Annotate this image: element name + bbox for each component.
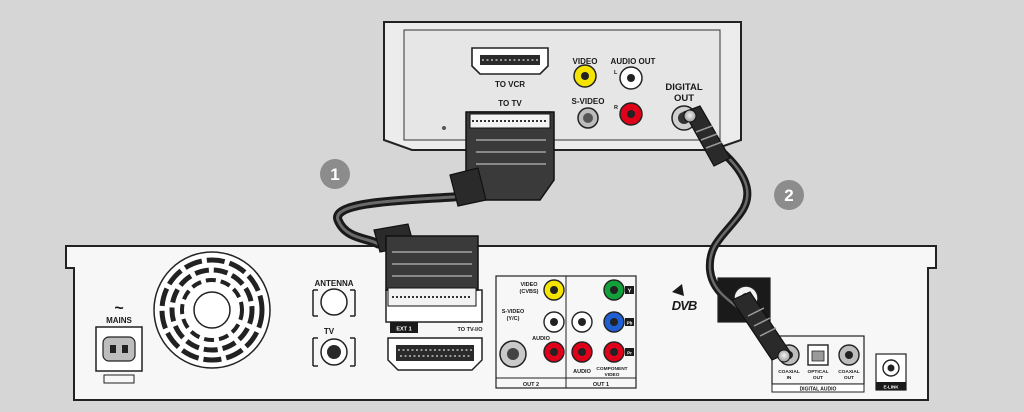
elink-label: E-LINK — [884, 385, 900, 390]
step-2-badge: 2 — [774, 180, 804, 210]
video-label: VIDEO — [573, 57, 598, 66]
ext2-scart-port — [387, 337, 483, 371]
component-pr-label: Pr — [627, 351, 632, 356]
scart-plug-lower — [373, 223, 479, 307]
coaxial-out-label: COAXIAL — [838, 369, 860, 375]
audio-out1-label: AUDIO — [573, 369, 591, 375]
audio-l-label: L — [614, 70, 618, 76]
audio-out-label: AUDIO OUT — [611, 57, 656, 66]
component-y-label: Y — [628, 289, 632, 295]
audio-r-label: R — [614, 105, 618, 111]
to-tv-io-label: TO TV-I/O — [458, 327, 484, 333]
digital-audio-label: DIGITAL AUDIO — [800, 387, 837, 393]
out2-label: OUT 2 — [523, 382, 539, 388]
dvb-logo: DVB — [672, 284, 698, 313]
to-vcr-label: TO VCR — [495, 80, 525, 89]
recorder-svideo-yc-label: (Y/C) — [507, 316, 520, 322]
coax-plug-upper — [683, 105, 731, 167]
digital-out-label: DIGITAL — [665, 82, 702, 93]
coaxial-in-sub-label: IN — [787, 375, 792, 381]
step-1-badge: 1 — [320, 159, 350, 189]
recorder-rear-panel: ~ MAINS ANTENNA TV EXT 1 TO TV-I/O — [65, 245, 937, 401]
coaxial-in-label: COAXIAL — [778, 369, 800, 375]
component-pb-label: Pb — [627, 321, 633, 326]
optical-out-label: OPTICAL — [807, 369, 828, 375]
to-tv-label: TO TV — [498, 99, 522, 108]
scart-cable — [333, 111, 555, 307]
audio-out2-label: AUDIO — [532, 336, 550, 342]
antenna-label: ANTENNA — [314, 279, 353, 288]
mains-label: MAINS — [106, 316, 132, 325]
coax-plug-lower — [731, 291, 791, 363]
recorder-svideo-label: S-VIDEO — [502, 309, 525, 315]
ext1-label: EXT 1 — [396, 327, 411, 333]
source-device: TO VCR TO TV VIDEO AUDIO OUT L S-VIDEO R… — [383, 21, 742, 151]
component-video-label: COMPONENT — [596, 366, 627, 372]
video-cvbs-label: VIDEO — [520, 282, 538, 288]
mains-symbol: ~ — [114, 300, 123, 317]
svg-text:DVB: DVB — [672, 298, 697, 313]
out1-label: OUT 1 — [593, 382, 609, 388]
component-video-sub-label: VIDEO — [605, 372, 620, 378]
scart-plug-upper — [449, 111, 555, 207]
svideo-label: S-VIDEO — [572, 97, 605, 106]
optical-out-sub-label: OUT — [813, 375, 823, 381]
tv-label: TV — [324, 327, 335, 336]
svg-text:2: 2 — [784, 186, 793, 205]
coaxial-cable — [683, 105, 791, 363]
digital-out-label-2: OUT — [674, 93, 694, 104]
cooling-fan-grille — [153, 251, 271, 369]
video-cvbs-sub-label: (CVBS) — [520, 289, 539, 295]
coaxial-out-sub-label: OUT — [844, 375, 854, 381]
antenna-in-port — [320, 288, 348, 316]
scart-to-vcr-port — [471, 47, 549, 75]
svg-text:1: 1 — [330, 165, 339, 184]
